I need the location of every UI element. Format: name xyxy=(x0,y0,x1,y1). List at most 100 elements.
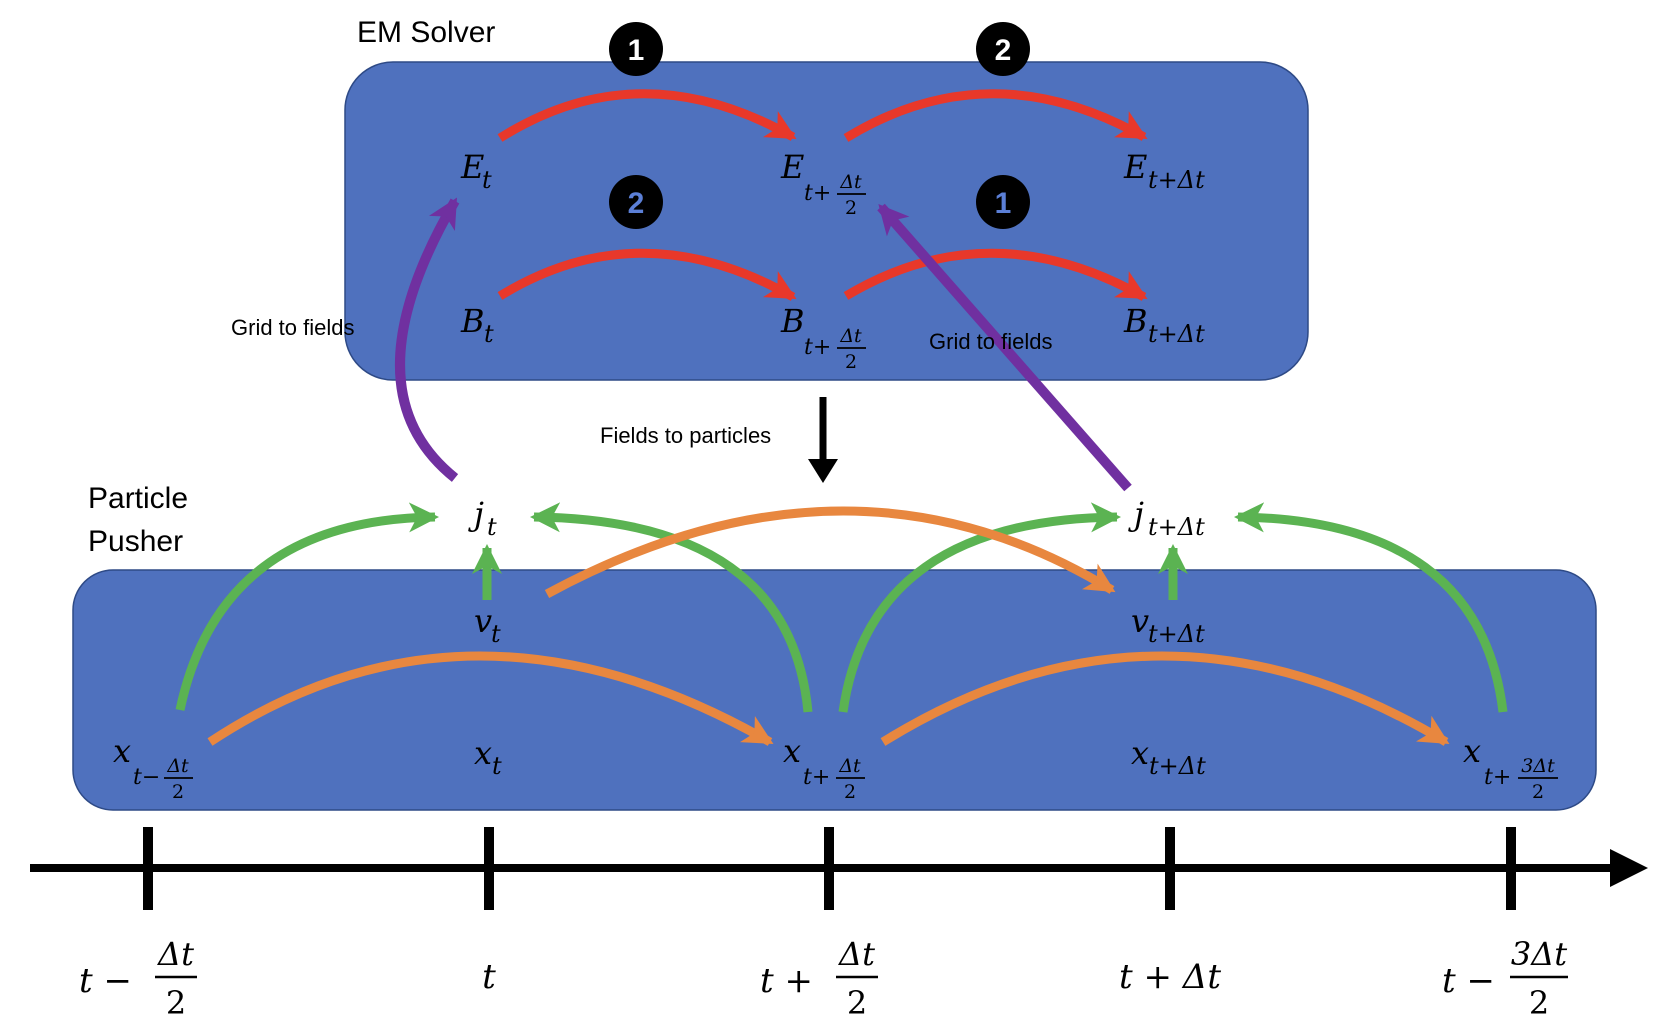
label-grid-to-fields-right: Grid to fields xyxy=(929,329,1053,354)
svg-text:2: 2 xyxy=(1529,984,1549,1022)
svg-text:2: 2 xyxy=(166,984,186,1022)
svg-text:2: 2 xyxy=(847,984,867,1022)
svg-text:x: x xyxy=(474,734,492,772)
badge-mid-left: 2 xyxy=(609,175,663,229)
quantity-j-t: j t xyxy=(468,495,497,541)
svg-text:2: 2 xyxy=(995,34,1012,67)
svg-text:t+: t+ xyxy=(803,765,830,790)
svg-text:t +: t + xyxy=(760,961,813,1001)
svg-text:x: x xyxy=(783,732,801,770)
em-solver-panel xyxy=(344,61,1309,381)
svg-text:E: E xyxy=(780,148,804,186)
svg-text:x: x xyxy=(113,732,131,770)
svg-text:Δt: Δt xyxy=(839,171,862,193)
svg-text:2: 2 xyxy=(628,187,645,220)
svg-text:2: 2 xyxy=(1532,781,1544,803)
svg-text:t −: t − xyxy=(1442,961,1495,1001)
svg-text:2: 2 xyxy=(172,781,184,803)
arrow-x-3half-to-j-full xyxy=(1234,502,1508,713)
arrow-j-full-to-e-half xyxy=(877,203,1132,492)
quantity-x-half: x t+ Δt 2 xyxy=(783,732,865,803)
timeline-label: t − Δt 2 xyxy=(79,935,197,1022)
svg-text:v: v xyxy=(1131,602,1149,640)
arrow-x-minus-to-j xyxy=(175,502,439,711)
svg-text:t: t xyxy=(482,166,492,194)
quantity-x-t: x t xyxy=(474,734,502,780)
arrow-j-to-e xyxy=(395,197,460,482)
timeline-ticks: t − Δt 2 t t + Δt 2 t + Δt t − 3Δt 2 xyxy=(79,827,1568,1022)
badge-top-right: 2 xyxy=(976,22,1030,76)
svg-text:t: t xyxy=(492,752,502,780)
arrow-x-half-to-x-3half xyxy=(880,651,1450,746)
field-b-half: B t+ Δt 2 xyxy=(780,302,866,373)
svg-text:Δt: Δt xyxy=(156,935,194,973)
field-e-t: E t xyxy=(460,148,492,194)
svg-text:3Δt: 3Δt xyxy=(1511,935,1567,973)
svg-text:2: 2 xyxy=(845,197,857,219)
label-grid-to-fields-left: Grid to fields xyxy=(231,315,355,340)
svg-text:t+Δt: t+Δt xyxy=(1148,166,1205,194)
arrow-x-half-to-j-full xyxy=(838,502,1121,713)
field-b-t: B t xyxy=(460,302,494,348)
svg-text:Δt: Δt xyxy=(839,325,862,347)
quantity-j-full: j t+Δt xyxy=(1128,495,1205,541)
svg-text:t+Δt: t+Δt xyxy=(1148,620,1205,648)
arrow-fields-to-particles-head xyxy=(808,459,838,483)
svg-text:1: 1 xyxy=(995,187,1012,220)
svg-text:B: B xyxy=(460,302,485,340)
svg-text:Δt: Δt xyxy=(838,755,861,777)
field-b-full: B t+Δt xyxy=(1123,302,1205,348)
particle-pusher-title-line2: Pusher xyxy=(88,525,183,558)
svg-text:Δt: Δt xyxy=(166,755,189,777)
timeline-label: t xyxy=(482,957,496,997)
quantity-x-minus-half: x t− Δt 2 xyxy=(113,732,193,803)
arrow-b-half-to-b-full xyxy=(843,248,1148,301)
svg-text:t: t xyxy=(491,620,501,648)
label-fields-to-particles: Fields to particles xyxy=(600,423,771,448)
arrow-x-half-to-j xyxy=(530,502,813,713)
svg-text:Δt: Δt xyxy=(837,935,875,973)
svg-text:B: B xyxy=(780,302,805,340)
svg-text:t −: t − xyxy=(79,961,132,1001)
particle-pusher-panel xyxy=(72,569,1597,811)
svg-text:1: 1 xyxy=(628,34,645,67)
arrow-b-to-b-half xyxy=(497,248,797,301)
field-e-half: E t+ Δt 2 xyxy=(780,148,866,219)
svg-text:2: 2 xyxy=(844,781,856,803)
svg-text:t: t xyxy=(487,513,497,541)
svg-text:t+Δt: t+Δt xyxy=(1148,320,1205,348)
arrow-e-to-e-half xyxy=(497,89,797,142)
arrow-e-half-to-e-full xyxy=(843,89,1148,142)
svg-text:2: 2 xyxy=(845,351,857,373)
quantity-x-three-half: x t+ 3Δt 2 xyxy=(1463,732,1558,803)
quantity-x-full: x t+Δt xyxy=(1131,734,1206,780)
badge-mid-right: 1 xyxy=(976,175,1030,229)
svg-text:j: j xyxy=(1128,495,1144,533)
svg-text:3Δt: 3Δt xyxy=(1521,755,1555,777)
arrow-x-minus-to-x-half xyxy=(207,651,774,746)
timeline-label: t + Δt xyxy=(1119,957,1221,997)
svg-text:t+: t+ xyxy=(804,335,831,360)
svg-text:x: x xyxy=(1463,732,1481,770)
svg-text:v: v xyxy=(474,602,492,640)
particle-pusher-title-line1: Particle xyxy=(88,482,188,515)
svg-text:t + Δt: t + Δt xyxy=(1119,957,1221,997)
timeline-label: t − 3Δt 2 xyxy=(1442,935,1568,1022)
svg-text:x: x xyxy=(1131,734,1149,772)
svg-text:E: E xyxy=(460,148,484,186)
quantity-v-t: v t xyxy=(474,602,501,648)
svg-text:t+Δt: t+Δt xyxy=(1149,752,1206,780)
timeline-label: t + Δt 2 xyxy=(760,935,878,1022)
svg-text:t+: t+ xyxy=(804,181,831,206)
svg-text:t−: t− xyxy=(133,765,160,790)
em-solver-title: EM Solver xyxy=(357,16,495,49)
svg-text:E: E xyxy=(1123,148,1147,186)
timeline-arrowhead xyxy=(1610,849,1648,887)
quantity-v-full: v t+Δt xyxy=(1131,602,1205,648)
badge-top-left: 1 xyxy=(609,22,663,76)
svg-text:t: t xyxy=(482,957,496,997)
svg-text:j: j xyxy=(468,495,484,533)
arrow-v-to-v-full xyxy=(544,506,1116,598)
svg-text:t+: t+ xyxy=(1484,765,1511,790)
